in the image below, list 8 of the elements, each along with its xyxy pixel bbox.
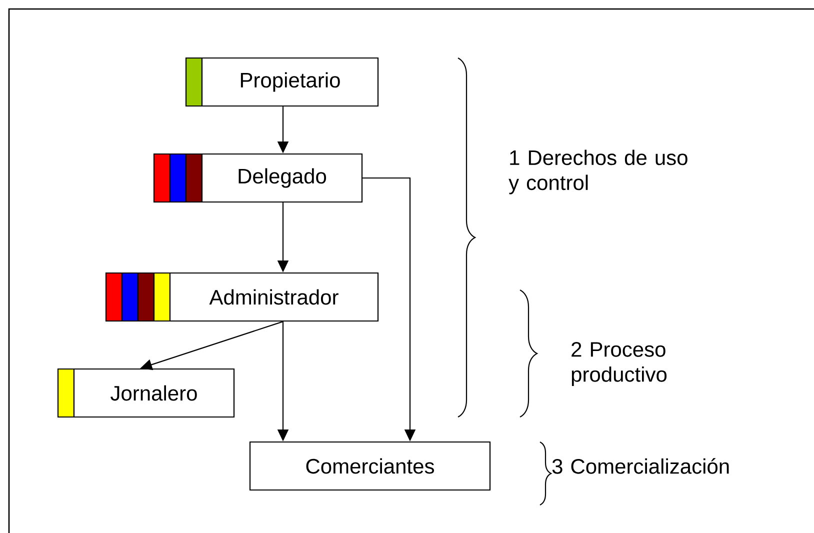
brace-label: 3 Comercialización	[552, 458, 729, 474]
role-box: Comerciantes	[249, 441, 491, 491]
role-box: Jornalero	[57, 368, 235, 418]
brace-label: 2 Proceso productivo	[572, 342, 667, 386]
role-box: Delegado	[153, 153, 363, 203]
role-box: Propietario	[185, 57, 379, 107]
brace-label: 1 Derechos de uso y control	[508, 150, 688, 194]
role-box: Administrador	[105, 272, 379, 322]
